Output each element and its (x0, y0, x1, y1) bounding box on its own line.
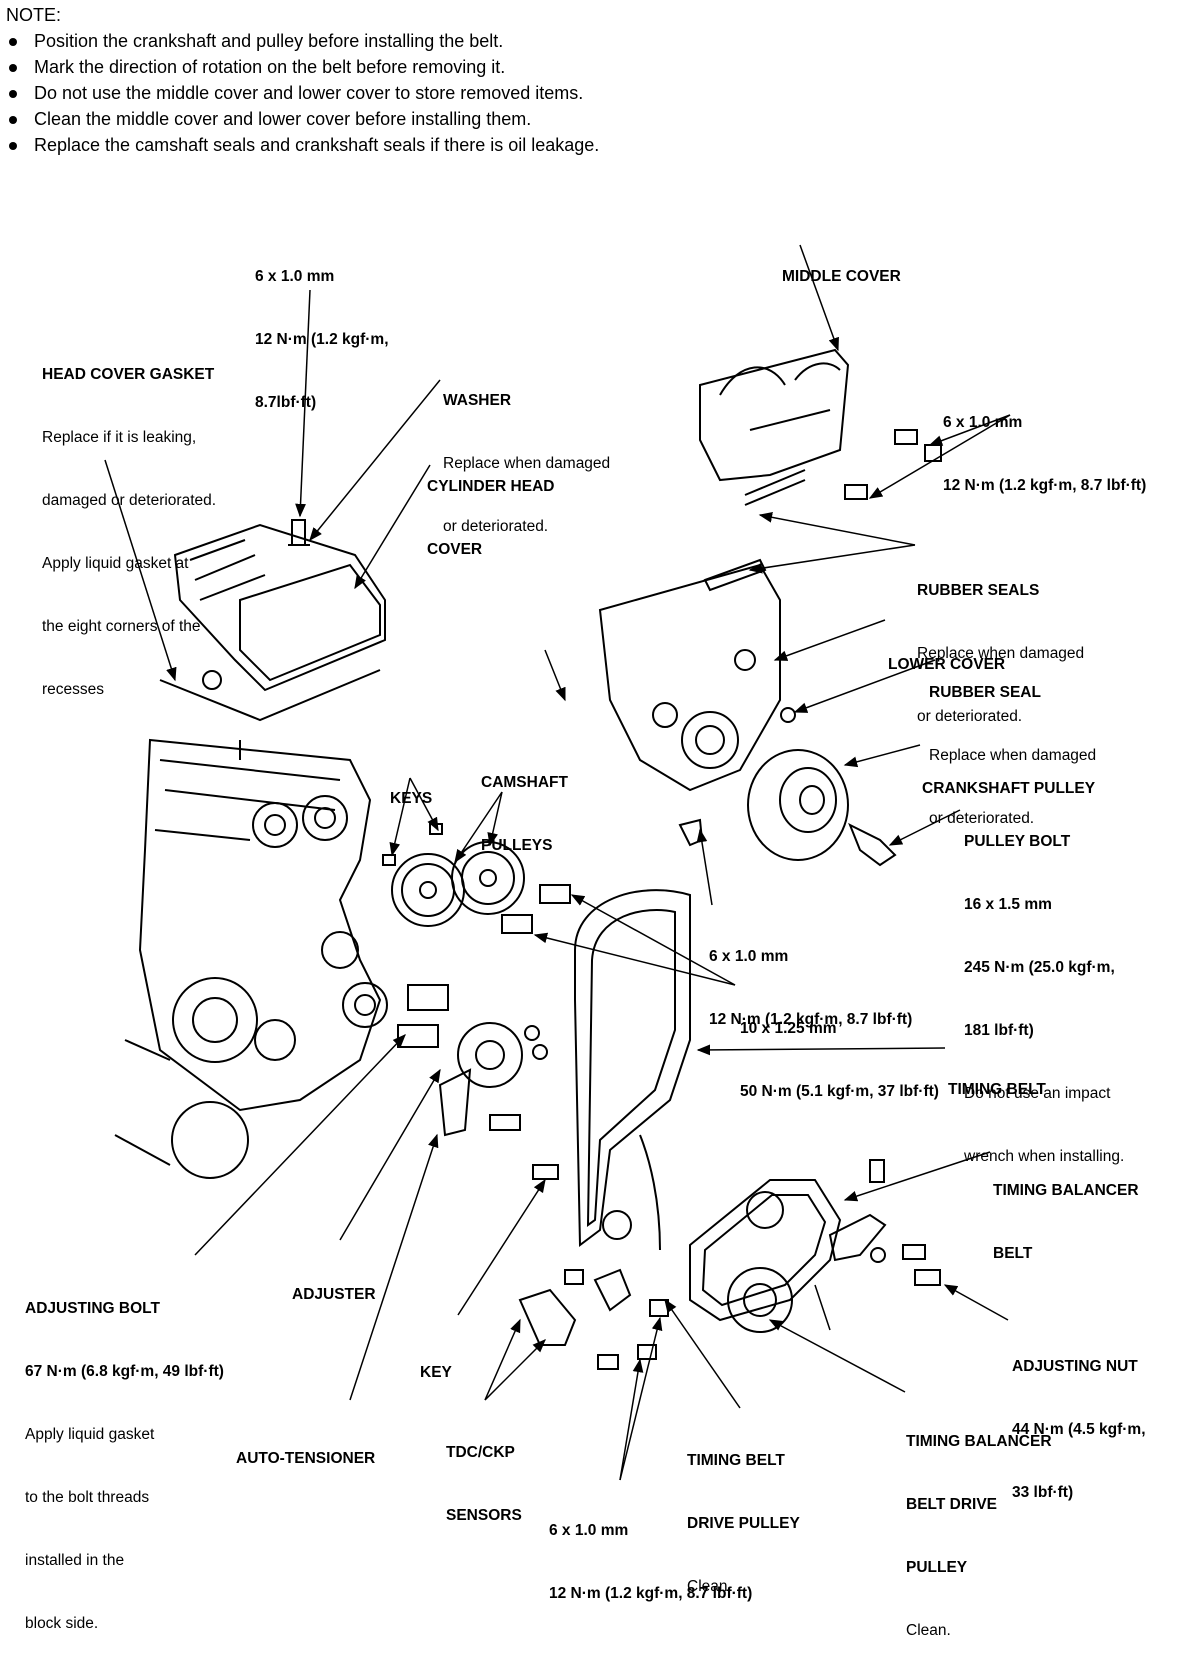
balancer-belt-drawing (689, 1159, 941, 1333)
rubber-seal-label: RUBBER SEAL Replace when damaged or dete… (929, 684, 1097, 827)
head-cover-gasket-label: HEAD COVER GASKET Replace if it is leaki… (42, 366, 217, 698)
keys-label: KEYS (390, 790, 433, 807)
crankshaft-pulley-drawing (747, 749, 897, 867)
note-item: Position the crankshaft and pulley befor… (6, 28, 599, 54)
note-item: Clean the middle cover and lower cover b… (6, 106, 599, 132)
note-item: Replace the camshaft seals and crankshaf… (6, 132, 599, 158)
note-list: Position the crankshaft and pulley befor… (6, 28, 599, 158)
rubber-seals-label: RUBBER SEALS Replace when damaged or det… (917, 582, 1085, 725)
cylinder-head-cover-drawing (159, 519, 386, 722)
timing-belt-exploded-diagram (104, 244, 1011, 1481)
adjusting-nut-label: ADJUSTING NUT 44 N·m (4.5 kgf·m, 33 lbf·… (1012, 1358, 1146, 1501)
key-label: KEY (420, 1364, 452, 1381)
camshaft-pulleys-label: CAMSHAFT PULLEYS (481, 774, 568, 854)
note-item: Do not use the middle cover and lower co… (6, 80, 599, 106)
adjusting-bolt-label: ADJUSTING BOLT 67 N·m (6.8 kgf·m, 49 lbf… (25, 1300, 224, 1632)
adjuster-label: ADJUSTER (292, 1286, 376, 1303)
timing-balancer-belt-label: TIMING BALANCER BELT (993, 1182, 1139, 1262)
middle-cover-label: MIDDLE COVER (782, 268, 901, 285)
engine-block-drawing (114, 738, 388, 1179)
note-item: Mark the direction of rotation on the be… (6, 54, 599, 80)
note-heading: NOTE: (6, 5, 62, 25)
pulley-bolt-label: PULLEY BOLT 16 x 1.5 mm 245 N·m (25.0 kg… (964, 833, 1125, 1165)
lower-cover-drawing (598, 558, 796, 847)
sensor-bolts-spec-label: 6 x 1.0 mm 12 N·m (1.2 kgf·m, 8.7 lbf·ft… (549, 1522, 753, 1602)
washer-label: WASHER Replace when damaged or deteriora… (443, 392, 611, 535)
camshaft-pulley-bolts-spec-label: 10 x 1.25 mm 50 N·m (5.1 kgf·m, 37 lbf·f… (740, 1020, 939, 1100)
timing-belt-drawing (574, 889, 691, 1251)
leader-lines (104, 244, 1011, 1481)
note-section: NOTE: Position the crankshaft and pulley… (6, 2, 599, 158)
timing-belt-label: TIMING BELT (948, 1081, 1046, 1098)
auto-tensioner-label: AUTO-TENSIONER (236, 1450, 376, 1467)
crankshaft-pulley-label: CRANKSHAFT PULLEY (922, 780, 1096, 797)
lower-cover-label: LOWER COVER (888, 656, 1006, 673)
tdc-ckp-sensors-drawing (518, 1268, 669, 1370)
cylinder-head-cover-label: CYLINDER HEAD COVER (427, 478, 555, 558)
lower-cover-bolt-spec-label: 6 x 1.0 mm 12 N·m (1.2 kgf·m, 8.7 lbf·ft… (709, 948, 913, 1028)
middle-cover-drawing (699, 348, 942, 506)
tdc-ckp-sensors-label: TDC/CKP SENSORS (446, 1444, 522, 1524)
head-cover-bolt-spec-label: 6 x 1.0 mm 12 N·m (1.2 kgf·m, 8.7lbf·ft) (255, 268, 389, 411)
auto-tensioner-drawing (397, 984, 559, 1180)
middle-cover-bolts-spec-label: 6 x 1.0 mm 12 N·m (1.2 kgf·m, 8.7 lbf·ft… (943, 414, 1147, 494)
